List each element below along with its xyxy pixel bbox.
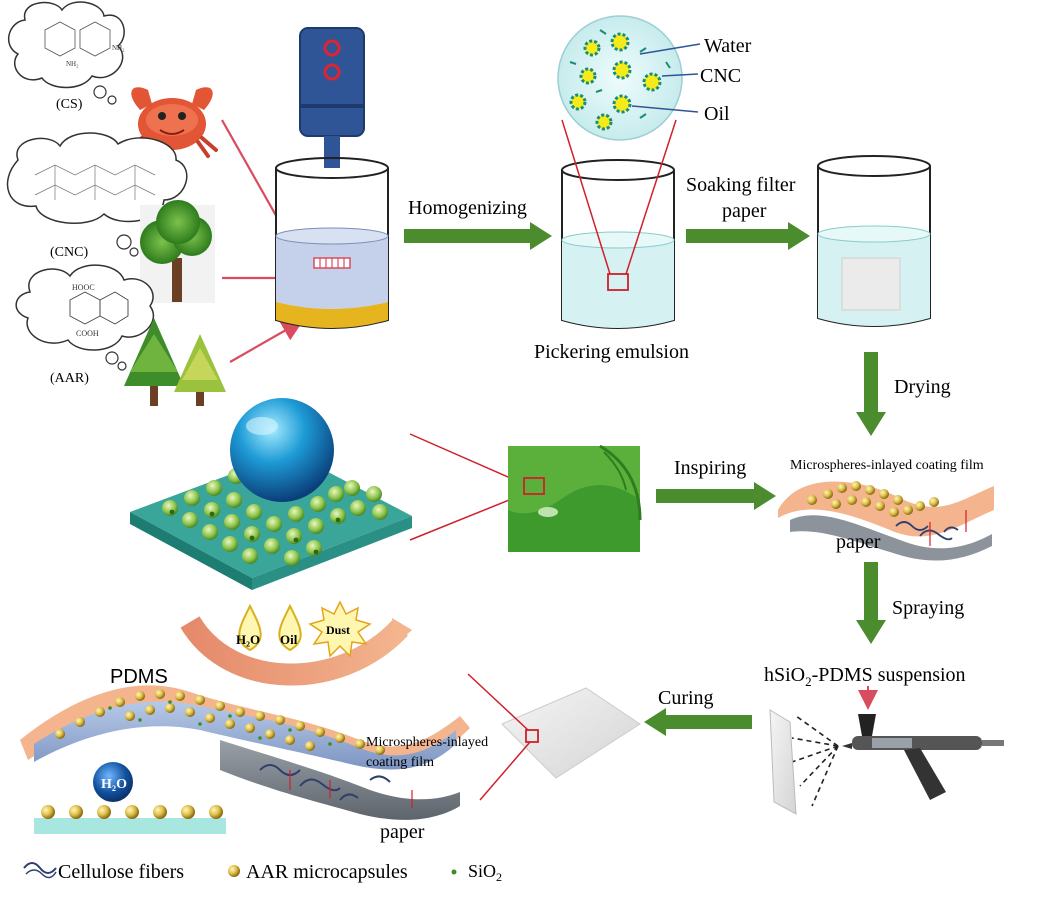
suspension-label: hSiO2-PDMS suspension (764, 664, 966, 689)
final-film-line1: Microspheres-inlayed (366, 735, 488, 750)
emulsion-label: Pickering emulsion (534, 341, 689, 363)
repel-arc (180, 615, 412, 686)
arrow-inspiring (656, 482, 776, 510)
emulsion-oil: Oil (704, 103, 730, 125)
arrow-spraying (856, 562, 886, 644)
cs-nh2-a: NH₂ (66, 60, 79, 68)
coated-film (778, 481, 994, 561)
aar-cooh: COOH (76, 329, 99, 338)
sio2-legend-icon (451, 869, 457, 875)
zoom-line-bottom (409, 493, 525, 541)
oil-drop-icon (278, 603, 302, 652)
emulsion-beaker (561, 119, 677, 329)
step-inspiring: Inspiring (674, 457, 746, 479)
step-spraying: Spraying (892, 597, 964, 619)
droplets (569, 32, 662, 131)
h2o-demo (34, 762, 226, 834)
soaking-beaker (817, 155, 931, 327)
arrow-soaking (686, 222, 810, 250)
cs-cloud: NH₂ NH₂ (7, 1, 125, 105)
cnc-cloud (6, 132, 188, 257)
zoom-line-top (409, 433, 525, 485)
pointer-pine (229, 319, 304, 363)
step-curing: Curing (658, 687, 714, 709)
arrow-drying (856, 352, 886, 436)
tree-icon (140, 200, 215, 303)
legend-microcapsules: AAR microcapsules (246, 861, 408, 883)
drop-dust: Dust (326, 623, 350, 637)
final-paper: paper (380, 821, 425, 843)
surface-bumps (162, 468, 388, 566)
aar-hooc: HOOC (72, 283, 95, 292)
cs-label: (CS) (56, 97, 83, 112)
h2o-ball-label: H₂O (101, 777, 127, 792)
fibers-legend-icon (23, 862, 57, 879)
emulsion-water: Water (704, 35, 752, 57)
water-drop-ball (230, 398, 334, 502)
arrow-curing (644, 708, 752, 736)
legend: Cellulose fibers AAR microcapsules SiO2 (23, 861, 502, 884)
cured-sheet (501, 687, 641, 779)
aar-cloud: HOOC COOH (15, 264, 155, 371)
zoom-line-final-top (467, 673, 529, 731)
step-homogenizing: Homogenizing (408, 197, 527, 219)
aar-label: (AAR) (50, 371, 89, 386)
emulsion-cnc: CNC (700, 65, 741, 87)
drop-oil: Oil (280, 632, 298, 647)
mix-beaker (275, 157, 389, 329)
legend-fibers: Cellulose fibers (58, 861, 184, 883)
film-paper: paper (836, 531, 881, 553)
step-soaking-2: paper (722, 200, 767, 222)
cs-nh2-b: NH₂ (112, 44, 125, 52)
film-title: Microspheres-inlayed coating film (790, 458, 984, 473)
water-drop-icon (238, 603, 262, 652)
bead-legend-icon (228, 865, 240, 877)
pine-trees-icon (124, 318, 226, 406)
legend-sio2: SiO2 (468, 861, 502, 884)
arrow-homogenizing (404, 222, 552, 250)
emulsion-zoom (557, 15, 701, 141)
lotus-leaf-photo (508, 444, 642, 552)
cnc-source-label: (CNC) (50, 245, 88, 260)
spray-gun-icon (842, 714, 1004, 800)
zoom-line-final-bottom (479, 741, 531, 801)
step-soaking-1: Soaking filter (686, 174, 796, 196)
pdms-label: PDMS (110, 666, 168, 688)
final-film-line2: coating film (366, 755, 434, 770)
sprayed-paper (769, 709, 797, 815)
drop-h2o: H₂O (236, 632, 260, 647)
spray-lines (791, 715, 839, 807)
step-drying: Drying (894, 376, 951, 398)
final-film (20, 685, 470, 820)
dust-icon (308, 600, 372, 658)
surface-model (130, 398, 412, 590)
